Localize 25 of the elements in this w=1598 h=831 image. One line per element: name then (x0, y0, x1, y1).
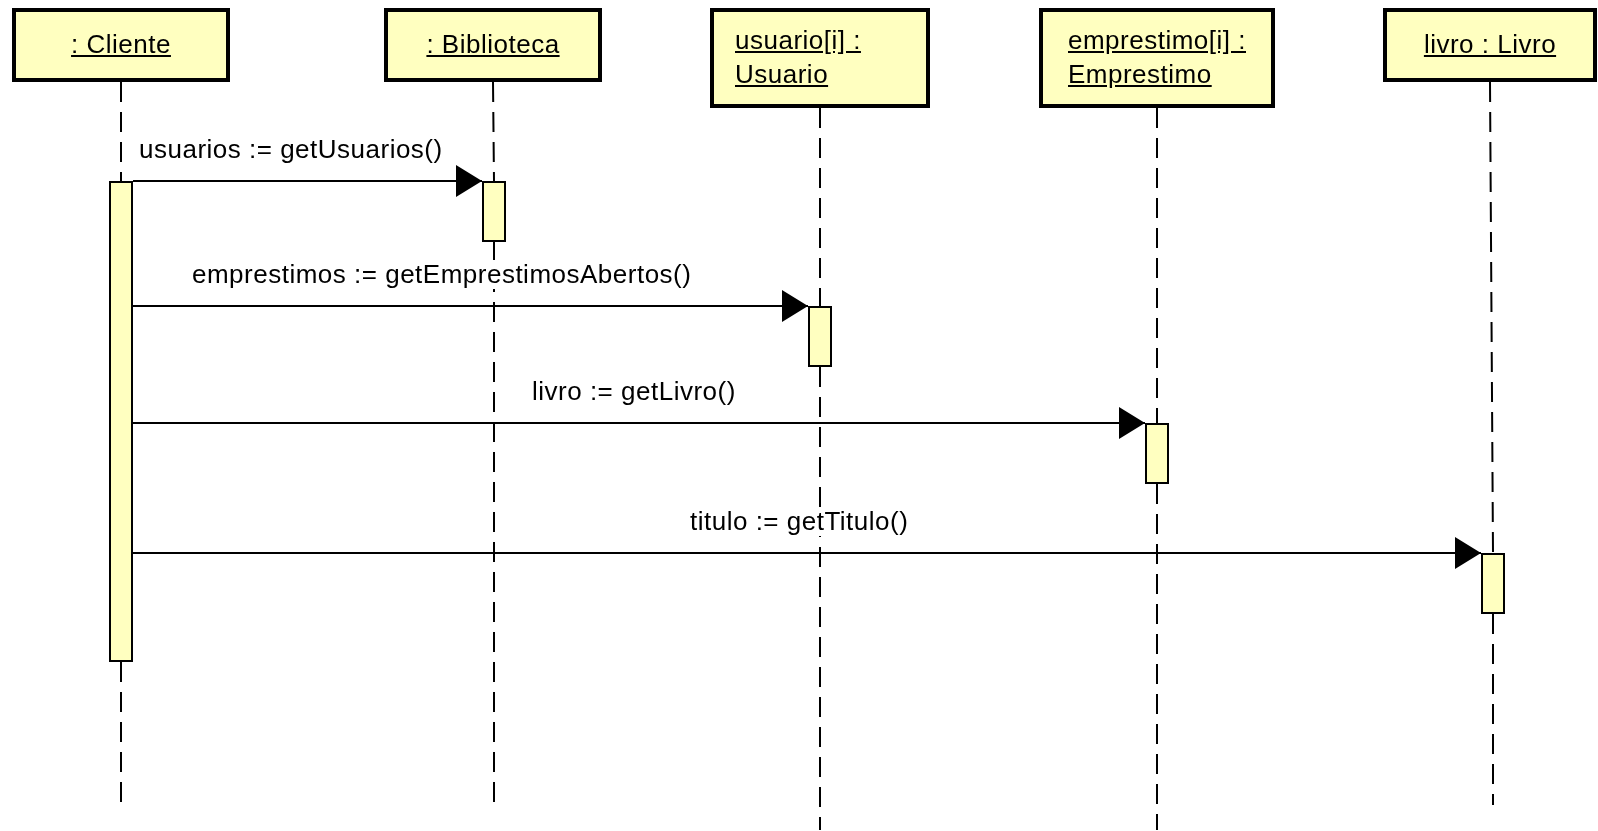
participant-box (710, 8, 930, 108)
participant-box (1383, 8, 1597, 82)
message-arrow (132, 537, 1482, 569)
participant-box (12, 8, 230, 82)
activation-bar (1481, 553, 1505, 614)
participant-name: livro : Livro (1423, 28, 1557, 62)
activation-bar (808, 306, 832, 367)
activation-bar (482, 181, 506, 242)
message-label: emprestimos := getEmprestimosAbertos() (192, 260, 692, 289)
message-arrow (132, 165, 483, 197)
lifeline (492, 81, 495, 182)
participant-name: usuario[i] : Usuario (735, 24, 862, 91)
lifeline (1156, 107, 1158, 424)
activation-bar (1145, 423, 1169, 484)
activation-bar (109, 181, 133, 662)
message-arrow (132, 290, 809, 322)
message-arrow (132, 407, 1146, 439)
lifeline (819, 107, 821, 307)
participant-box (384, 8, 602, 82)
lifeline (1489, 81, 1494, 554)
lifeline (120, 81, 122, 182)
participant-name: emprestimo[i] : Emprestimo (1068, 24, 1246, 91)
participant-box (1039, 8, 1275, 108)
participant-name: : Cliente (71, 28, 171, 62)
participant-name: : Biblioteca (426, 28, 560, 62)
